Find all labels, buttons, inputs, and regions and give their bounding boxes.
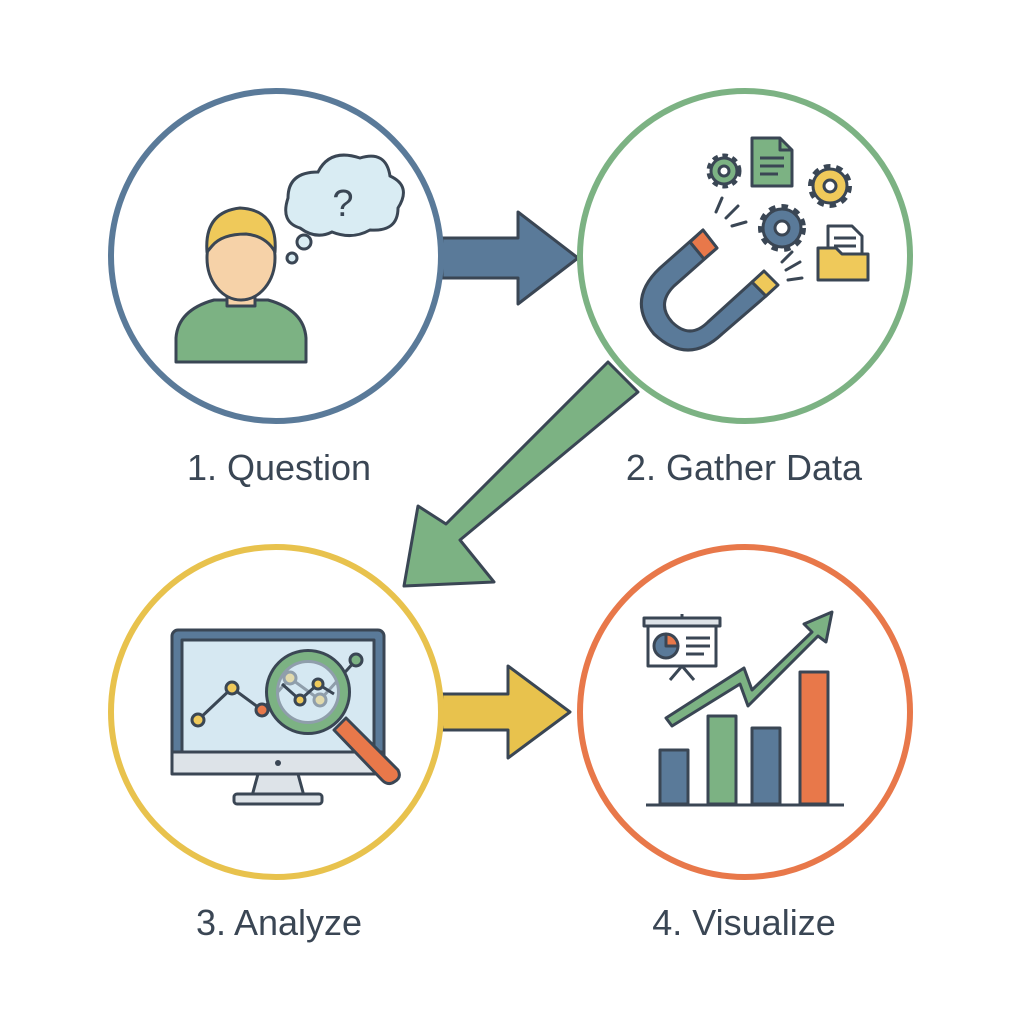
- question-mark: ?: [332, 183, 353, 225]
- gear-icon-yellow: [808, 164, 852, 208]
- thought-bubble-icon: ?: [284, 153, 405, 265]
- bar-chart-icon: [646, 670, 844, 807]
- step-2-label: 2. Gather Data: [625, 447, 863, 488]
- magnet-icon: [640, 228, 780, 352]
- step-4-label: 4. Visualize: [652, 902, 836, 943]
- step-4-circle: [577, 544, 913, 880]
- step-3-label: 3. Analyze: [195, 902, 363, 943]
- magnet-attraction-lines: [714, 196, 804, 282]
- person-icon: [174, 206, 308, 364]
- folder-icon: [816, 224, 870, 282]
- arrow-1-to-2: [440, 210, 580, 306]
- magnifying-glass-icon: [265, 649, 401, 786]
- gear-icon-blue: [758, 204, 806, 252]
- gear-icon-small: [706, 153, 742, 189]
- trend-arrow-icon: [664, 610, 834, 728]
- arrow-3-to-4: [440, 664, 572, 760]
- step-1-label: 1. Question: [186, 447, 372, 488]
- presentation-board-icon: [642, 614, 722, 681]
- document-icon: [750, 136, 794, 188]
- arrow-2-to-3: [402, 360, 640, 588]
